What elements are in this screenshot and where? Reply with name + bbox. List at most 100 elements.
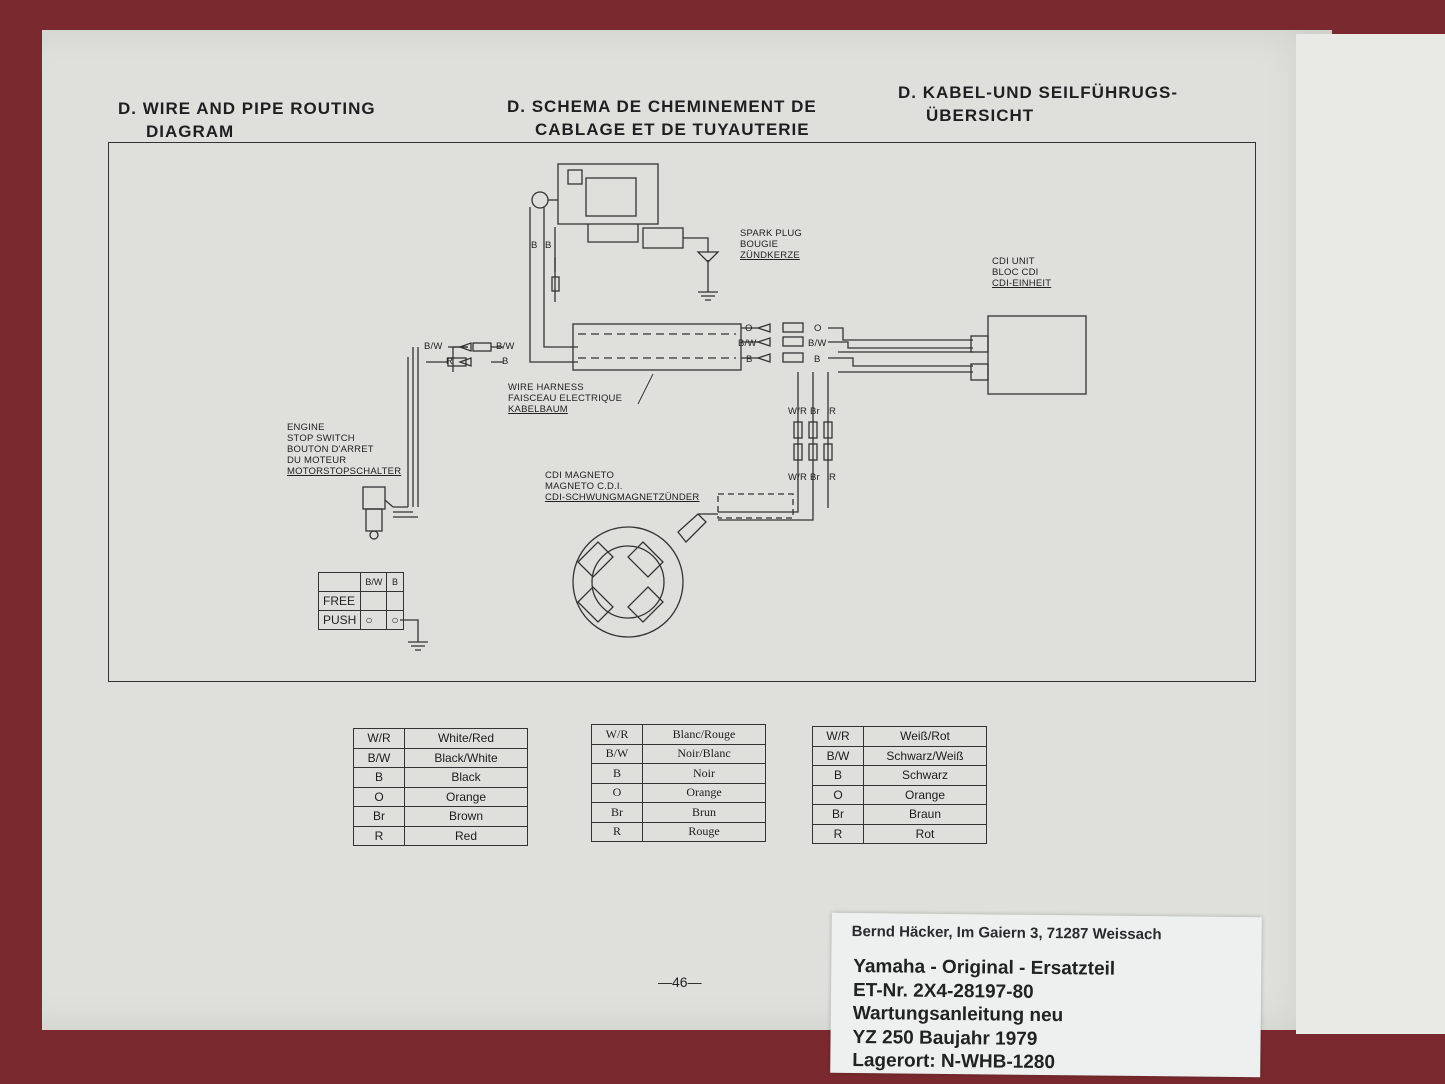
engine-stop-switch [362,486,386,510]
wiring-diagram [362,163,1087,651]
wire-tag: B [502,356,509,367]
stop-switch-line4: DU MOTEUR [287,455,347,466]
switch-cell [386,591,404,611]
stop-switch-line5: MOTORSTOPSCHALTER [287,466,402,477]
wire-harness [572,323,742,371]
wire-tag: B/W [496,341,515,352]
sticker-address: Bernd Häcker, Im Gaiern 3, 71287 Weissac… [851,922,1162,944]
legend-color-name: Brown [404,806,528,827]
sticker-info: Yamaha - Original - Ersatzteil ET-Nr. 2X… [852,955,1115,1075]
switch-row-free: FREE [317,591,362,611]
switch-header-blank [317,572,362,592]
spark-plug-de: ZÜNDKERZE [740,250,800,261]
legend-color-name: Schwarz/Weiß [863,745,987,766]
legend-color-name: Weiß/Rot [863,726,987,747]
heading-french: D. SCHEMA DE CHEMINEMENT DE CABLAGE ET D… [507,95,817,141]
wire-tag: B [531,240,538,251]
legend-code: O [591,782,643,803]
legend-color-name: Orange [863,784,987,805]
heading-fr-line1: D. SCHEMA DE CHEMINEMENT DE [507,97,817,116]
switch-cell [360,591,388,611]
cdi-magneto-fr: MAGNETO C.D.I. [545,481,623,492]
legend-code: B/W [591,743,643,764]
heading-de-line2: ÜBERSICHT [926,106,1035,125]
wire-tag: W/R [788,472,808,483]
stop-switch-line2: STOP SWITCH [287,433,355,444]
wire-harness-en: WIRE HARNESS [508,382,584,393]
ignition-coil [557,163,659,225]
wire-tag: R [446,356,454,367]
legend-code: B [353,767,405,788]
switch-contact-cell: ○ [360,610,388,630]
legend-code: B [591,763,643,784]
heading-english: D. WIRE AND PIPE ROUTING DIAGRAM [118,97,376,143]
page-number: —46— [658,974,702,990]
legend-color-name: Rot [863,823,987,844]
spark-plug-en: SPARK PLUG [740,228,803,239]
legend-color-name: Braun [863,804,987,825]
heading-de-line1: D. KABEL-UND SEILFÜHRUGS- [898,83,1178,102]
legend-code: Br [353,806,405,827]
switch-header-bw: B/W [360,572,388,592]
legend-code: O [353,786,405,807]
legend-color-name: Black [404,767,528,788]
legend-code: R [591,821,643,842]
wire-tag: O [814,323,822,334]
legend-color-name: Red [404,825,528,846]
heading-en-line1: D. WIRE AND PIPE ROUTING [118,99,376,118]
switch-contact-cell: ○ [386,610,404,630]
wire-harness-fr: FAISCEAU ELECTRIQUE [508,393,623,404]
sticker-line: YZ 250 Baujahr 1979 [852,1026,1038,1050]
wire-tag: Br [810,472,820,483]
sticker-line: Lagerort: N-WHB-1280 [852,1049,1056,1074]
cdi-unit-de: CDI-EINHEIT [992,278,1052,289]
sticker-line: Wartungsanleitung neu [852,1002,1064,1027]
manual-page [42,30,1332,1030]
legend-code: O [812,784,864,805]
legend-code: B/W [812,745,864,766]
switch-position-table: B/W B FREE PUSH ○ ○ [317,572,404,630]
heading-fr-line2: CABLAGE ET DE TUYAUTERIE [535,120,810,139]
wire-harness-de: KABELBAUM [508,404,568,415]
wire-tag: B [545,240,552,251]
wire-tag: B/W [424,341,443,352]
legend-color-name: Black/White [404,747,528,768]
spark-plug-fr: BOUGIE [740,239,779,250]
legend-code: Br [812,804,864,825]
wire-tag: Br [810,406,820,417]
heading-en-line2: DIAGRAM [146,122,235,141]
inventory-sticker: Bernd Häcker, Im Gaiern 3, 71287 Weissac… [830,912,1262,1078]
legend-code: B/W [353,747,405,768]
legend-color-name: Orange [404,786,528,807]
cdi-unit-fr: BLOC CDI [992,267,1039,278]
legend-color-name: Schwarz [863,765,987,786]
next-page-edge [1296,34,1445,1034]
sticker-line: Yamaha - Original - Ersatzteil [853,955,1116,980]
legend-code: R [812,823,864,844]
legend-color-name: Brun [642,802,766,823]
wire-tag: B/W [738,338,757,349]
engine-stop-switch-label: ENGINE STOP SWITCH BOUTON D'ARRET DU MOT… [287,422,401,477]
sticker-line: ET-Nr. 2X4-28197-80 [852,979,1034,1003]
cdi-unit [987,315,1087,395]
wire-tag: B [814,354,821,365]
switch-header-b: B [386,572,404,592]
wire-tag: R [829,406,837,417]
